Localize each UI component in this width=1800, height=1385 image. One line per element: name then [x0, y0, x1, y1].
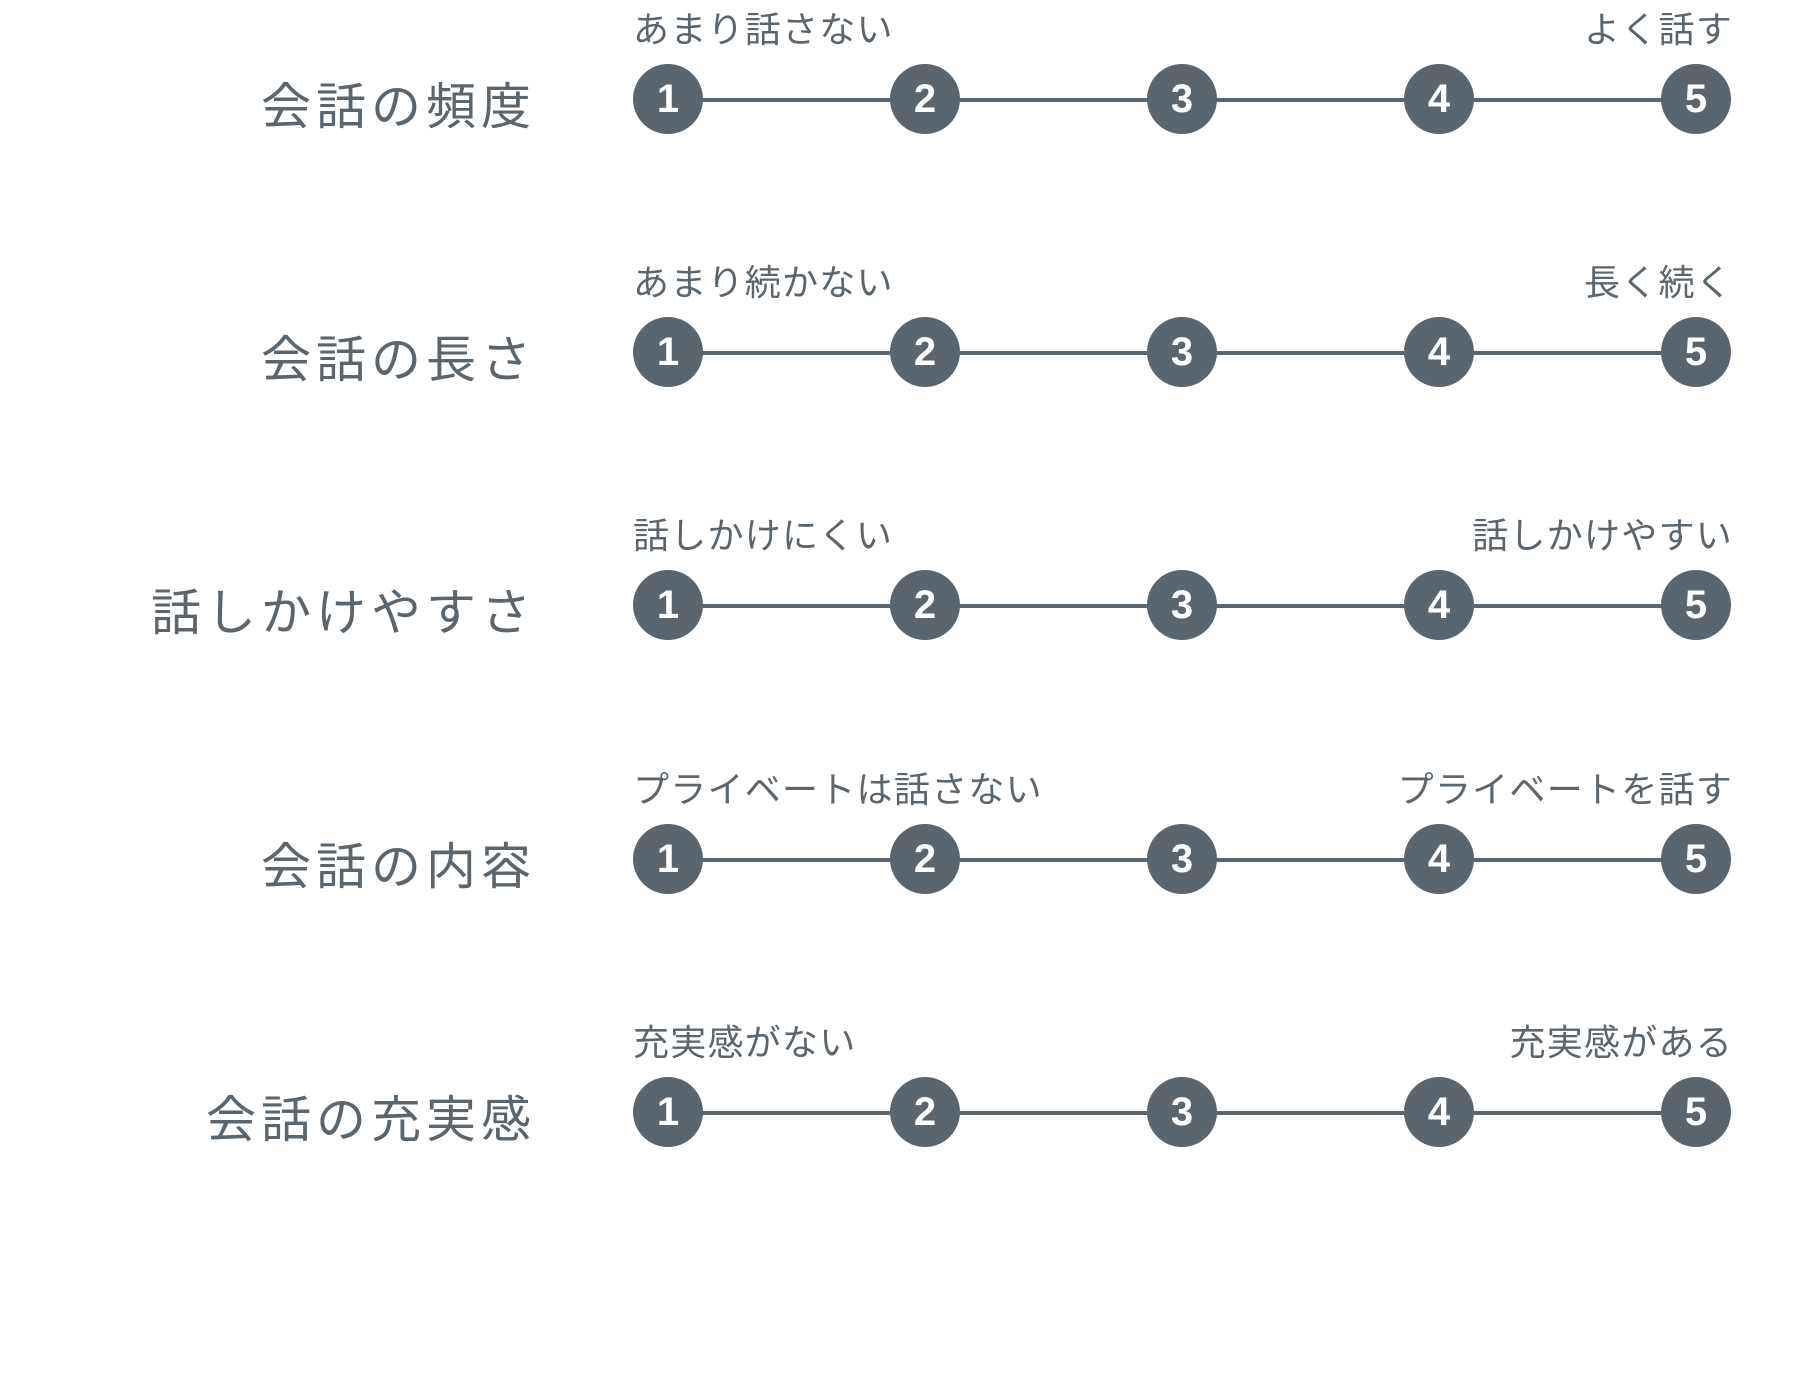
likert-track: 1 2 3 4 5: [633, 64, 1765, 136]
anchor-label-low: あまり続かない: [633, 262, 894, 303]
likert-option-5[interactable]: 5: [1661, 317, 1731, 387]
anchor-labels: あまり話さない よく話す: [633, 8, 1733, 56]
scale-row: 会話の内容 プライベートは話さない プライベートを話す 1 2 3 4 5: [0, 760, 1800, 1015]
likert-option-5[interactable]: 5: [1661, 64, 1731, 134]
dimension-label: 会話の長さ: [261, 332, 536, 388]
likert-option-4[interactable]: 4: [1404, 1077, 1474, 1147]
scale-row: 話しかけやすさ 話しかけにくい 話しかけやすい 1 2 3 4 5: [0, 506, 1800, 761]
dimension-label: 会話の充実感: [206, 1092, 536, 1148]
likert-option-4[interactable]: 4: [1404, 824, 1474, 894]
dimension-label: 会話の内容: [261, 839, 536, 895]
anchor-label-high: 長く続く: [1583, 262, 1733, 303]
scale-row: 会話の長さ あまり続かない 長く続く 1 2 3 4 5: [0, 253, 1800, 508]
anchor-label-high: 話しかけやすい: [1472, 515, 1733, 556]
anchor-label-high: プライベートを話す: [1397, 769, 1733, 810]
likert-option-5[interactable]: 5: [1661, 1077, 1731, 1147]
likert-option-1[interactable]: 1: [633, 1077, 703, 1147]
likert-track: 1 2 3 4 5: [633, 570, 1765, 642]
likert-option-1[interactable]: 1: [633, 64, 703, 134]
likert-option-3[interactable]: 3: [1147, 824, 1217, 894]
likert-option-2[interactable]: 2: [890, 1077, 960, 1147]
likert-option-3[interactable]: 3: [1147, 64, 1217, 134]
scale-row: 会話の充実感 充実感がない 充実感がある 1 2 3 4 5: [0, 1013, 1800, 1268]
likert-track: 1 2 3 4 5: [633, 317, 1765, 389]
anchor-label-low: 充実感がない: [633, 1022, 857, 1063]
dimension-label: 話しかけやすさ: [151, 585, 536, 641]
anchor-labels: プライベートは話さない プライベートを話す: [633, 768, 1733, 816]
anchor-label-high: よく話す: [1583, 9, 1733, 50]
likert-option-5[interactable]: 5: [1661, 824, 1731, 894]
anchor-labels: 話しかけにくい 話しかけやすい: [633, 514, 1733, 562]
likert-option-4[interactable]: 4: [1404, 317, 1474, 387]
likert-track: 1 2 3 4 5: [633, 824, 1765, 896]
anchor-label-low: プライベートは話さない: [633, 769, 1043, 810]
likert-option-3[interactable]: 3: [1147, 317, 1217, 387]
likert-option-4[interactable]: 4: [1404, 64, 1474, 134]
likert-option-2[interactable]: 2: [890, 570, 960, 640]
likert-option-3[interactable]: 3: [1147, 570, 1217, 640]
likert-option-1[interactable]: 1: [633, 824, 703, 894]
likert-option-3[interactable]: 3: [1147, 1077, 1217, 1147]
scale-row: 会話の頻度 あまり話さない よく話す 1 2 3 4 5: [0, 0, 1800, 255]
dimension-label: 会話の頻度: [261, 79, 536, 135]
likert-option-1[interactable]: 1: [633, 570, 703, 640]
likert-option-2[interactable]: 2: [890, 824, 960, 894]
likert-option-2[interactable]: 2: [890, 64, 960, 134]
likert-option-4[interactable]: 4: [1404, 570, 1474, 640]
anchor-label-low: あまり話さない: [633, 9, 894, 50]
likert-option-5[interactable]: 5: [1661, 570, 1731, 640]
anchor-labels: 充実感がない 充実感がある: [633, 1021, 1733, 1069]
anchor-labels: あまり続かない 長く続く: [633, 261, 1733, 309]
anchor-label-high: 充実感がある: [1509, 1022, 1733, 1063]
likert-track: 1 2 3 4 5: [633, 1077, 1765, 1149]
likert-option-2[interactable]: 2: [890, 317, 960, 387]
likert-option-1[interactable]: 1: [633, 317, 703, 387]
anchor-label-low: 話しかけにくい: [633, 515, 894, 556]
